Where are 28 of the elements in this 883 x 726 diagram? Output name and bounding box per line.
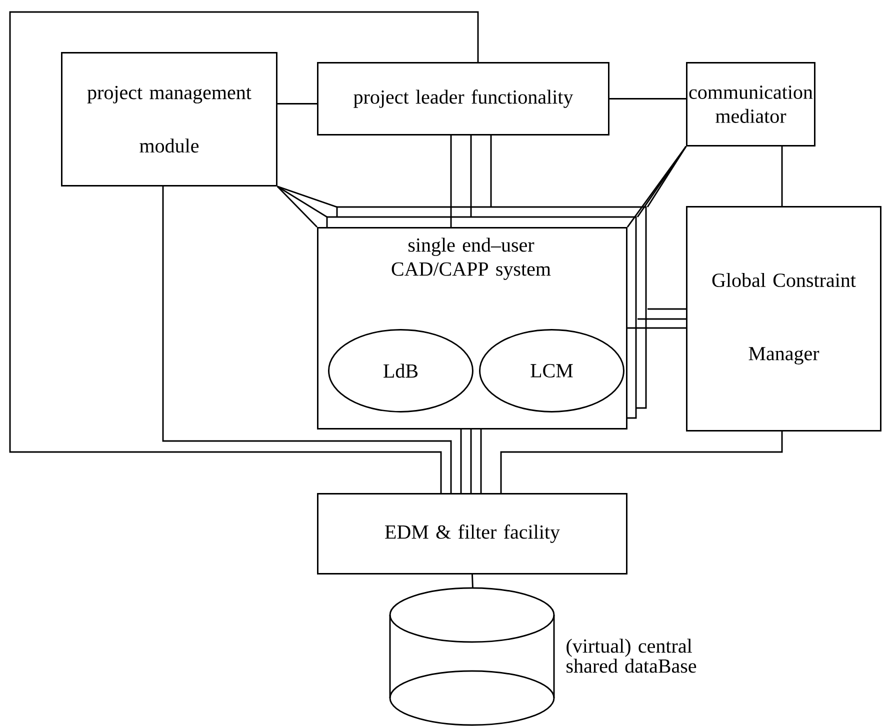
process-box: project leader functionality [317,62,610,136]
connector-line [450,135,452,227]
connector-line [646,146,687,208]
node-caption: (virtual) central shared dataBase [566,638,696,673]
connector-line [470,135,472,217]
connector-line [460,429,462,493]
connector-line [781,146,783,206]
module-box: project management module [61,52,278,186]
connector-line [472,574,474,588]
database-cylinder [389,587,555,726]
connector-line [277,103,317,104]
connector-line [490,135,492,207]
connector-line [277,186,328,218]
connector-line [470,429,472,493]
connector-line [480,429,482,493]
connector-line [627,327,686,329]
connector-line [647,308,686,310]
connector-line [637,318,686,320]
connector-line [500,431,783,493]
connector-line [9,11,479,493]
process-box: Global Constraint Manager [686,206,882,432]
process-box: communication mediator [686,62,816,146]
connector-line [276,186,318,228]
connector-line [162,186,452,493]
connector-line [609,98,686,100]
connector-line [277,186,338,208]
connector-line [636,146,687,218]
process-box: EDM & filter facility [317,493,628,574]
